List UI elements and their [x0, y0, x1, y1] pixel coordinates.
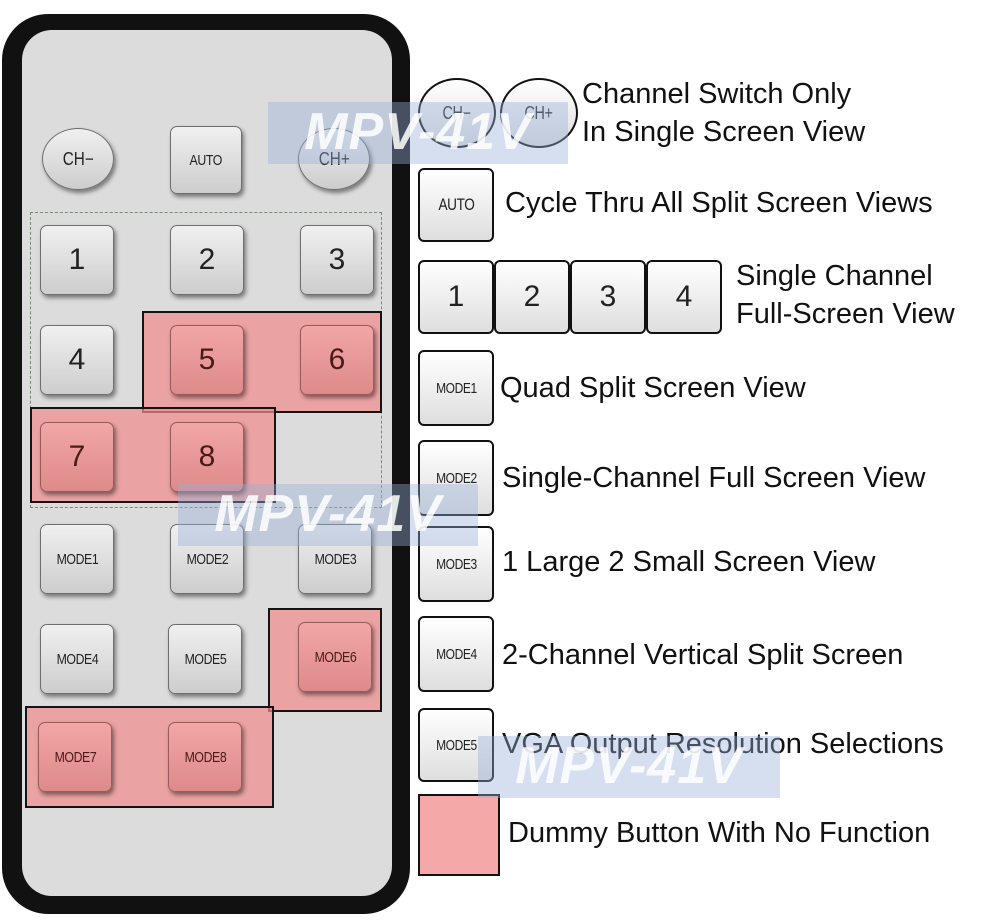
legend-button-4-label: 4: [675, 280, 693, 313]
legend-mode5-text: VGA Output Resolution Selections: [502, 728, 944, 760]
mode3-button[interactable]: MODE3: [298, 524, 372, 594]
legend-mode2-button: MODE2: [418, 440, 494, 516]
legend-ch-plus-label: CH+: [524, 102, 553, 123]
legend-mode3-label: MODE3: [435, 555, 477, 573]
legend-mode1-label: MODE1: [435, 379, 477, 397]
legend-single-line1: Single Channel: [736, 260, 933, 292]
legend-dummy-swatch: [418, 794, 500, 876]
legend-ch-minus-label: CH−: [442, 102, 471, 123]
legend-mode4-label: MODE4: [435, 645, 477, 663]
button-4[interactable]: 4: [40, 325, 114, 395]
button-2[interactable]: 2: [170, 225, 244, 295]
mode6-button[interactable]: MODE6: [298, 622, 372, 692]
legend-mode3-text: 1 Large 2 Small Screen View: [502, 546, 876, 578]
mode7-label: MODE7: [54, 748, 96, 766]
button-1[interactable]: 1: [40, 225, 114, 295]
mode8-label: MODE8: [184, 748, 226, 766]
legend-mode2-label: MODE2: [435, 469, 477, 487]
legend-channel-line1: Channel Switch Only: [582, 78, 852, 110]
mode2-label: MODE2: [186, 550, 228, 568]
legend-ch-minus-button: CH−: [418, 78, 496, 148]
button-3-label: 3: [328, 243, 346, 276]
mode1-label: MODE1: [56, 550, 98, 568]
legend-mode1-text: Quad Split Screen View: [500, 372, 806, 404]
legend-auto-button: AUTO: [418, 168, 494, 242]
legend-button-1-label: 1: [447, 280, 465, 313]
legend-auto-text: Cycle Thru All Split Screen Views: [505, 187, 933, 219]
mode2-button[interactable]: MODE2: [170, 524, 244, 594]
ch-plus-label: CH+: [318, 148, 350, 169]
button-8[interactable]: 8: [170, 422, 244, 492]
watermark-top: MPV-41V: [268, 102, 568, 164]
mode8-button[interactable]: MODE8: [168, 722, 242, 792]
button-1-label: 1: [68, 243, 86, 276]
legend-mode5-button: MODE5: [418, 708, 494, 782]
legend-mode1-button: MODE1: [418, 350, 494, 426]
mode7-button[interactable]: MODE7: [38, 722, 112, 792]
button-6-label: 6: [328, 343, 346, 376]
mode5-button[interactable]: MODE5: [168, 624, 242, 694]
legend-mode4-button: MODE4: [418, 616, 494, 692]
button-5[interactable]: 5: [170, 325, 244, 395]
mode3-label: MODE3: [314, 550, 356, 568]
button-8-label: 8: [198, 440, 216, 473]
button-7-label: 7: [68, 440, 86, 473]
legend-button-4: 4: [646, 260, 722, 334]
button-2-label: 2: [198, 243, 216, 276]
watermark-middle: MPV-41V: [178, 484, 478, 546]
legend-single-line2: Full-Screen View: [736, 298, 955, 330]
legend-button-2: 2: [494, 260, 570, 334]
legend-mode3-button: MODE3: [418, 526, 494, 602]
button-3[interactable]: 3: [300, 225, 374, 295]
legend-mode4-text: 2-Channel Vertical Split Screen: [502, 639, 904, 671]
legend-mode2-text: Single-Channel Full Screen View: [502, 462, 926, 494]
legend-auto-label: AUTO: [438, 195, 474, 214]
legend-button-3-label: 3: [599, 280, 617, 313]
watermark-bottom: MPV-41V: [478, 736, 780, 798]
legend-channel-line2: In Single Screen View: [582, 116, 866, 148]
legend-mode5-label: MODE5: [435, 736, 477, 754]
ch-minus-label: CH−: [62, 148, 94, 169]
button-7[interactable]: 7: [40, 422, 114, 492]
legend-ch-plus-button: CH+: [500, 78, 578, 148]
ch-minus-button[interactable]: CH−: [42, 128, 114, 190]
legend-button-1: 1: [418, 260, 494, 334]
mode5-label: MODE5: [184, 650, 226, 668]
mode4-label: MODE4: [56, 650, 98, 668]
button-6[interactable]: 6: [300, 325, 374, 395]
auto-label: AUTO: [189, 151, 223, 169]
mode4-button[interactable]: MODE4: [40, 624, 114, 694]
mode6-label: MODE6: [314, 648, 356, 666]
ch-plus-button[interactable]: CH+: [298, 128, 370, 190]
button-5-label: 5: [198, 343, 216, 376]
legend-button-3: 3: [570, 260, 646, 334]
auto-button[interactable]: AUTO: [170, 126, 242, 194]
legend-dummy-text: Dummy Button With No Function: [508, 817, 931, 849]
button-4-label: 4: [68, 343, 86, 376]
legend-button-2-label: 2: [523, 280, 541, 313]
mode1-button[interactable]: MODE1: [40, 524, 114, 594]
